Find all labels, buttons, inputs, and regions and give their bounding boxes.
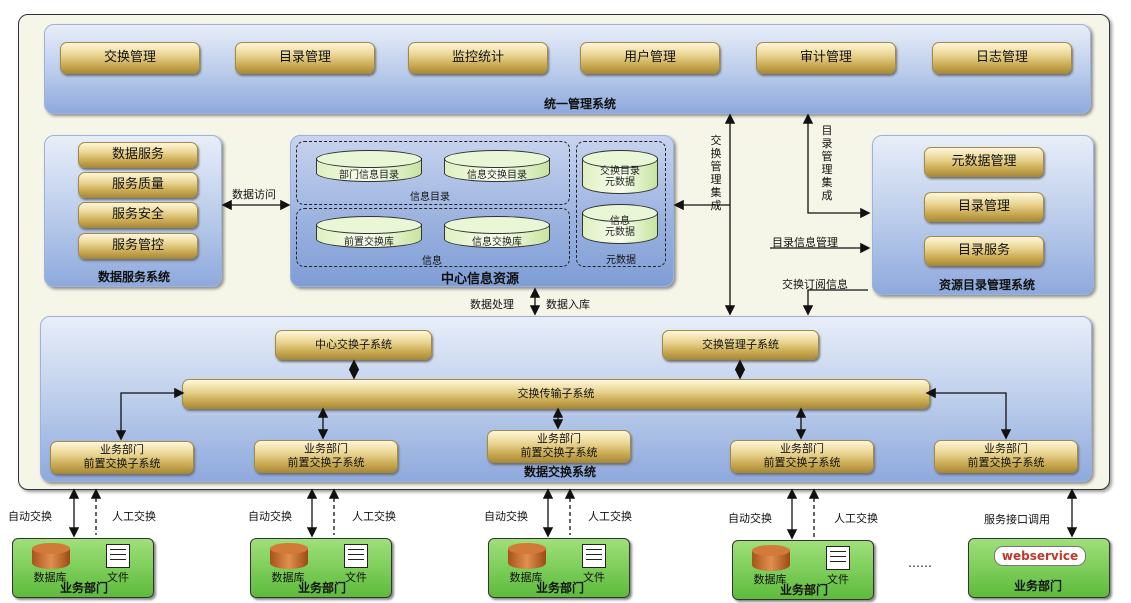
mgmt-button-monitor[interactable]: 监控统计 xyxy=(408,42,548,74)
label-data-process: 数据处理 xyxy=(470,298,514,311)
info-lib-group xyxy=(296,208,570,267)
data-service-title: 数据服务系统 xyxy=(97,270,170,284)
label-manual-3: 人工交换 xyxy=(588,510,632,523)
exchange-metadata-cylinder: 交换目录 元数据 xyxy=(582,150,658,194)
front-node-1[interactable]: 业务部门 前置交换子系统 xyxy=(50,441,194,474)
mgmt-button-user[interactable]: 用户管理 xyxy=(580,42,720,74)
management-title: 统一管理系统 xyxy=(543,97,616,111)
label-manual-4: 人工交换 xyxy=(834,512,878,525)
center-exchange-subsystem[interactable]: 中心交换子系统 xyxy=(275,330,432,360)
rc-button-service[interactable]: 目录服务 xyxy=(924,236,1044,266)
dept-catalog-cylinder: 部门信息目录 xyxy=(316,150,422,182)
exchange-lib-cylinder: 信息交换库 xyxy=(444,216,550,248)
front-node-4[interactable]: 业务部门 前置交换子系统 xyxy=(730,440,874,473)
info-catalog-group xyxy=(296,141,570,205)
ds-button-data-service[interactable]: 数据服务 xyxy=(78,142,198,168)
center-resource-title: 中心信息资源 xyxy=(440,272,519,287)
label-manual-1: 人工交换 xyxy=(112,510,156,523)
file-label: 文件 xyxy=(107,571,129,584)
front-node-5[interactable]: 业务部门 前置交换子系统 xyxy=(934,440,1078,473)
db-label: 数据库 xyxy=(33,571,67,584)
department-label: 业务部门 xyxy=(535,581,584,595)
mgmt-button-log[interactable]: 日志管理 xyxy=(932,42,1072,74)
label-auto-1: 自动交换 xyxy=(8,510,52,523)
webservice-badge: webservice xyxy=(994,546,1086,566)
label-auto-4: 自动交换 xyxy=(728,512,772,525)
file-icon xyxy=(106,544,130,568)
file-label: 文件 xyxy=(827,573,849,586)
file-label: 文件 xyxy=(583,571,605,584)
db-label: 数据库 xyxy=(509,571,543,584)
exchange-mgmt-subsystem[interactable]: 交换管理子系统 xyxy=(662,330,819,360)
exchange-transport-subsystem[interactable]: 交换传输子系统 xyxy=(182,379,930,409)
info-lib-label: 信息 xyxy=(422,256,442,267)
department-label: 业务部门 xyxy=(297,581,346,595)
rc-button-catalog[interactable]: 目录管理 xyxy=(924,192,1044,222)
database-icon xyxy=(508,543,546,569)
department-label: 业务部门 xyxy=(779,583,828,597)
db-label: 数据库 xyxy=(753,573,787,586)
label-manual-2: 人工交换 xyxy=(352,510,396,523)
metadata-group xyxy=(576,141,666,267)
label-service-call: 服务接口调用 xyxy=(984,513,1050,526)
metadata-label: 元数据 xyxy=(606,255,636,266)
database-icon xyxy=(752,545,790,571)
db-label: 数据库 xyxy=(271,571,305,584)
label-data-access: 数据访问 xyxy=(232,188,276,201)
label-auto-3: 自动交换 xyxy=(484,510,528,523)
label-subscribe-info: 交换订阅信息 xyxy=(782,278,848,291)
ds-button-control[interactable]: 服务管控 xyxy=(78,233,198,259)
label-catalog-info: 目录信息管理 xyxy=(772,236,838,249)
resource-catalog-title: 资源目录管理系统 xyxy=(938,278,1035,292)
department-label: 业务部门 xyxy=(59,581,108,595)
file-label: 文件 xyxy=(345,571,367,584)
ellipsis: …… xyxy=(908,556,932,570)
info-catalog-label: 信息目录 xyxy=(410,192,450,203)
file-icon xyxy=(826,546,850,570)
file-icon xyxy=(582,544,606,568)
label-data-store: 数据入库 xyxy=(546,298,590,311)
mgmt-button-catalog[interactable]: 目录管理 xyxy=(235,42,375,74)
label-auto-2: 自动交换 xyxy=(248,510,292,523)
department-label: 业务部门 xyxy=(1013,579,1062,593)
database-icon xyxy=(270,543,308,569)
mgmt-button-exchange[interactable]: 交换管理 xyxy=(60,42,200,74)
management-panel xyxy=(44,24,1091,114)
front-lib-cylinder: 前置交换库 xyxy=(316,216,422,248)
file-icon xyxy=(344,544,368,568)
rc-button-metadata[interactable]: 元数据管理 xyxy=(924,147,1044,177)
database-icon xyxy=(32,543,70,569)
ds-button-quality[interactable]: 服务质量 xyxy=(78,172,198,198)
ds-button-security[interactable]: 服务安全 xyxy=(78,202,198,228)
front-node-2[interactable]: 业务部门 前置交换子系统 xyxy=(254,440,398,473)
mgmt-button-audit[interactable]: 审计管理 xyxy=(756,42,896,74)
info-metadata-cylinder: 信息 元数据 xyxy=(582,204,658,244)
exchange-catalog-cylinder: 信息交换目录 xyxy=(444,150,550,182)
exchange-title: 数据交换系统 xyxy=(523,465,596,479)
front-node-3[interactable]: 业务部门 前置交换子系统 xyxy=(487,430,631,463)
